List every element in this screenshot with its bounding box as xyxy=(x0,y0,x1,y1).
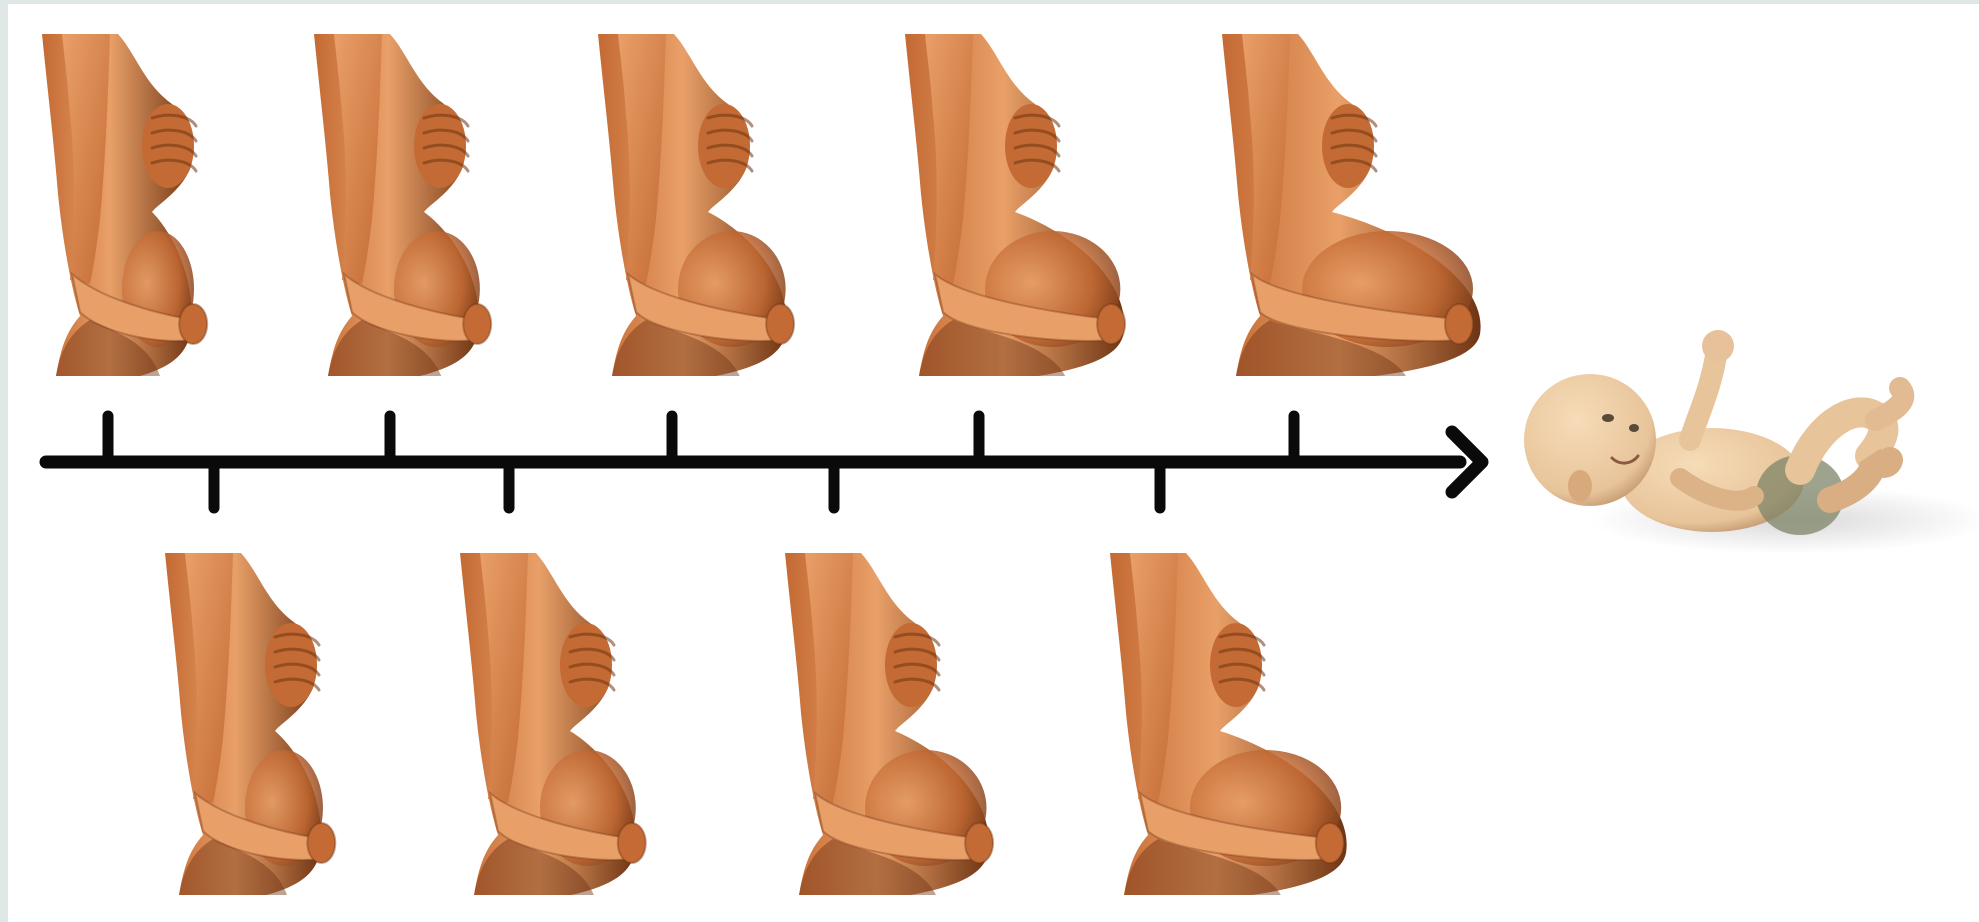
lower-hand xyxy=(307,823,335,863)
upper-hand xyxy=(698,104,752,188)
upper-hand xyxy=(142,104,196,188)
stage-figure-5 xyxy=(598,34,794,376)
lower-hand xyxy=(1445,304,1473,344)
upper-hand xyxy=(1005,104,1059,188)
stage-figure-4 xyxy=(460,553,646,895)
upper-hand xyxy=(265,623,319,707)
upper-hand xyxy=(560,623,614,707)
baby-hand xyxy=(1702,330,1734,362)
lower-hand xyxy=(179,304,207,344)
upper-hand xyxy=(1322,104,1376,188)
baby-eye xyxy=(1629,424,1639,432)
timeline xyxy=(46,416,1482,508)
stage-figure-3 xyxy=(314,34,491,376)
stage-figure-9 xyxy=(1222,34,1481,376)
baby-ear xyxy=(1568,470,1592,502)
baby-raised-arm xyxy=(1690,356,1716,440)
baby-illustration xyxy=(1524,330,1979,554)
lower-hand xyxy=(965,823,993,863)
lower-hand xyxy=(1097,304,1125,344)
lower-hand xyxy=(618,823,646,863)
stage-figure-2 xyxy=(165,553,335,895)
upper-hand xyxy=(885,623,939,707)
lower-hand xyxy=(1316,823,1344,863)
lower-hand xyxy=(766,304,794,344)
stage-figure-8 xyxy=(1110,553,1347,895)
lower-hand xyxy=(463,304,491,344)
baby-eye xyxy=(1602,414,1614,422)
upper-hand xyxy=(414,104,468,188)
stage-figure-7 xyxy=(905,34,1125,376)
upper-hand xyxy=(1210,623,1264,707)
stage-figure-1 xyxy=(42,34,207,376)
stage-figure-6 xyxy=(785,553,993,895)
